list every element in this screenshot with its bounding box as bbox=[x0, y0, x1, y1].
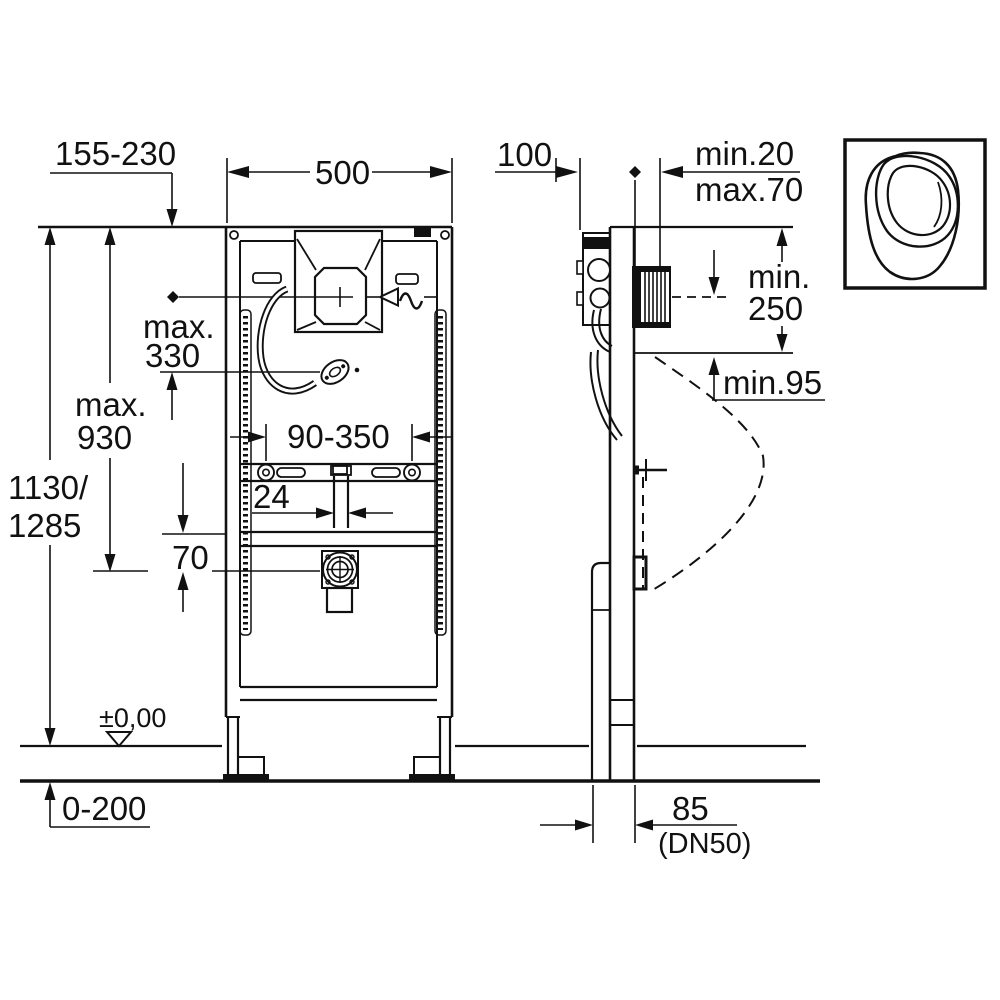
dim-drain-drop-label: 70 bbox=[172, 539, 209, 576]
dim-spout-height-value: 930 bbox=[77, 419, 132, 456]
dim-frame-height-line2: 1285 bbox=[8, 507, 81, 544]
frame-foot-right bbox=[409, 716, 455, 782]
dim-finish-max-label: max.70 bbox=[695, 171, 803, 208]
dim-spout-height-word: max. bbox=[75, 386, 147, 423]
bracket-bolt-right bbox=[403, 463, 421, 482]
front-view-frame bbox=[38, 225, 455, 782]
floor-level-marker: ±0,00 bbox=[99, 703, 166, 748]
dim-offset-range-label: 155-230 bbox=[55, 135, 176, 172]
drain-stub bbox=[325, 586, 354, 614]
dimensions: 155-230 500 100 bbox=[8, 135, 825, 860]
water-connection-fitting bbox=[320, 359, 350, 385]
spout-center-line bbox=[167, 286, 436, 310]
frame-foot-left bbox=[223, 716, 269, 782]
frame-screw-hole-right bbox=[440, 230, 450, 240]
dim-frame-height: 1130/ 1285 bbox=[8, 227, 89, 746]
dim-frame-width: 500 bbox=[226, 154, 453, 223]
dim-rim-clearance-word: min. bbox=[748, 258, 810, 295]
flow-arrow-icon bbox=[377, 286, 399, 308]
dim-drain-offset: 85 (DN50) bbox=[540, 785, 751, 860]
dim-supply-value: 330 bbox=[145, 337, 200, 374]
dim-frame-height-line1: 1130/ bbox=[8, 469, 89, 506]
dim-flush-pipe: 24 bbox=[252, 478, 393, 519]
bracket-bolt-left bbox=[257, 463, 275, 482]
mounting-crossbar bbox=[240, 462, 437, 483]
water-wave-icon bbox=[398, 292, 424, 310]
water-supply-hose bbox=[256, 285, 318, 395]
dim-side-depth: 100 bbox=[495, 136, 581, 230]
drain-fixture bbox=[321, 550, 359, 614]
dim-drain-nominal-label: (DN50) bbox=[658, 828, 751, 860]
level-triangle-icon bbox=[104, 731, 134, 748]
perforated-rail-right bbox=[434, 309, 447, 636]
dim-supply-word: max. bbox=[143, 308, 215, 345]
dim-wall-finish: min.20 max.70 bbox=[629, 135, 803, 267]
dim-bracket-range-label: 90-350 bbox=[287, 418, 390, 455]
datum-dot bbox=[167, 291, 179, 303]
frame-clip bbox=[414, 227, 431, 237]
rough-in-block bbox=[632, 266, 671, 328]
urinal-outline-dashed bbox=[642, 356, 765, 592]
dim-rim-clearance-value: 250 bbox=[748, 290, 803, 327]
dim-supply-height: max. 330 bbox=[143, 308, 215, 420]
frame-slot-left bbox=[252, 272, 282, 284]
side-foot bbox=[590, 561, 610, 781]
wall-datum-dot bbox=[629, 166, 641, 178]
drain-socket-side bbox=[632, 555, 648, 591]
dim-drain-drop: 70 bbox=[172, 463, 209, 612]
dim-rim-clearance: min. 250 bbox=[634, 228, 810, 354]
dim-drain-offset-label: 85 bbox=[672, 790, 709, 827]
dim-spout-height: max. 930 bbox=[75, 227, 320, 572]
side-view bbox=[576, 225, 793, 781]
dim-floor-buildup-label: 0-200 bbox=[62, 790, 146, 827]
dim-spout-to-rim: min.95 bbox=[672, 250, 825, 401]
fixing-bolt bbox=[634, 459, 667, 481]
dim-frame-width-label: 500 bbox=[315, 154, 370, 191]
dim-offset-range: 155-230 bbox=[50, 135, 178, 227]
urinal-icon bbox=[864, 151, 961, 281]
inset-box bbox=[843, 138, 987, 290]
floor-lines bbox=[20, 744, 820, 783]
flush-valve-box bbox=[293, 229, 384, 334]
dim-finish-min-label: min.20 bbox=[695, 135, 794, 172]
frame-screw-hole-left bbox=[229, 230, 239, 240]
dim-bracket-range: 90-350 bbox=[230, 418, 452, 461]
perforated-rail-left bbox=[239, 309, 252, 636]
flush-unit-side bbox=[576, 232, 623, 441]
flush-pipe bbox=[330, 465, 352, 528]
urinal-inset bbox=[843, 138, 987, 290]
dim-spout-to-rim-label: min.95 bbox=[723, 364, 822, 401]
dim-side-depth-label: 100 bbox=[497, 136, 552, 173]
frame-slot-right bbox=[395, 273, 419, 285]
floor-level-label: ±0,00 bbox=[99, 703, 166, 733]
dim-floor-buildup: 0-200 bbox=[44, 782, 150, 828]
dim-flush-pipe-label: 24 bbox=[253, 478, 290, 515]
